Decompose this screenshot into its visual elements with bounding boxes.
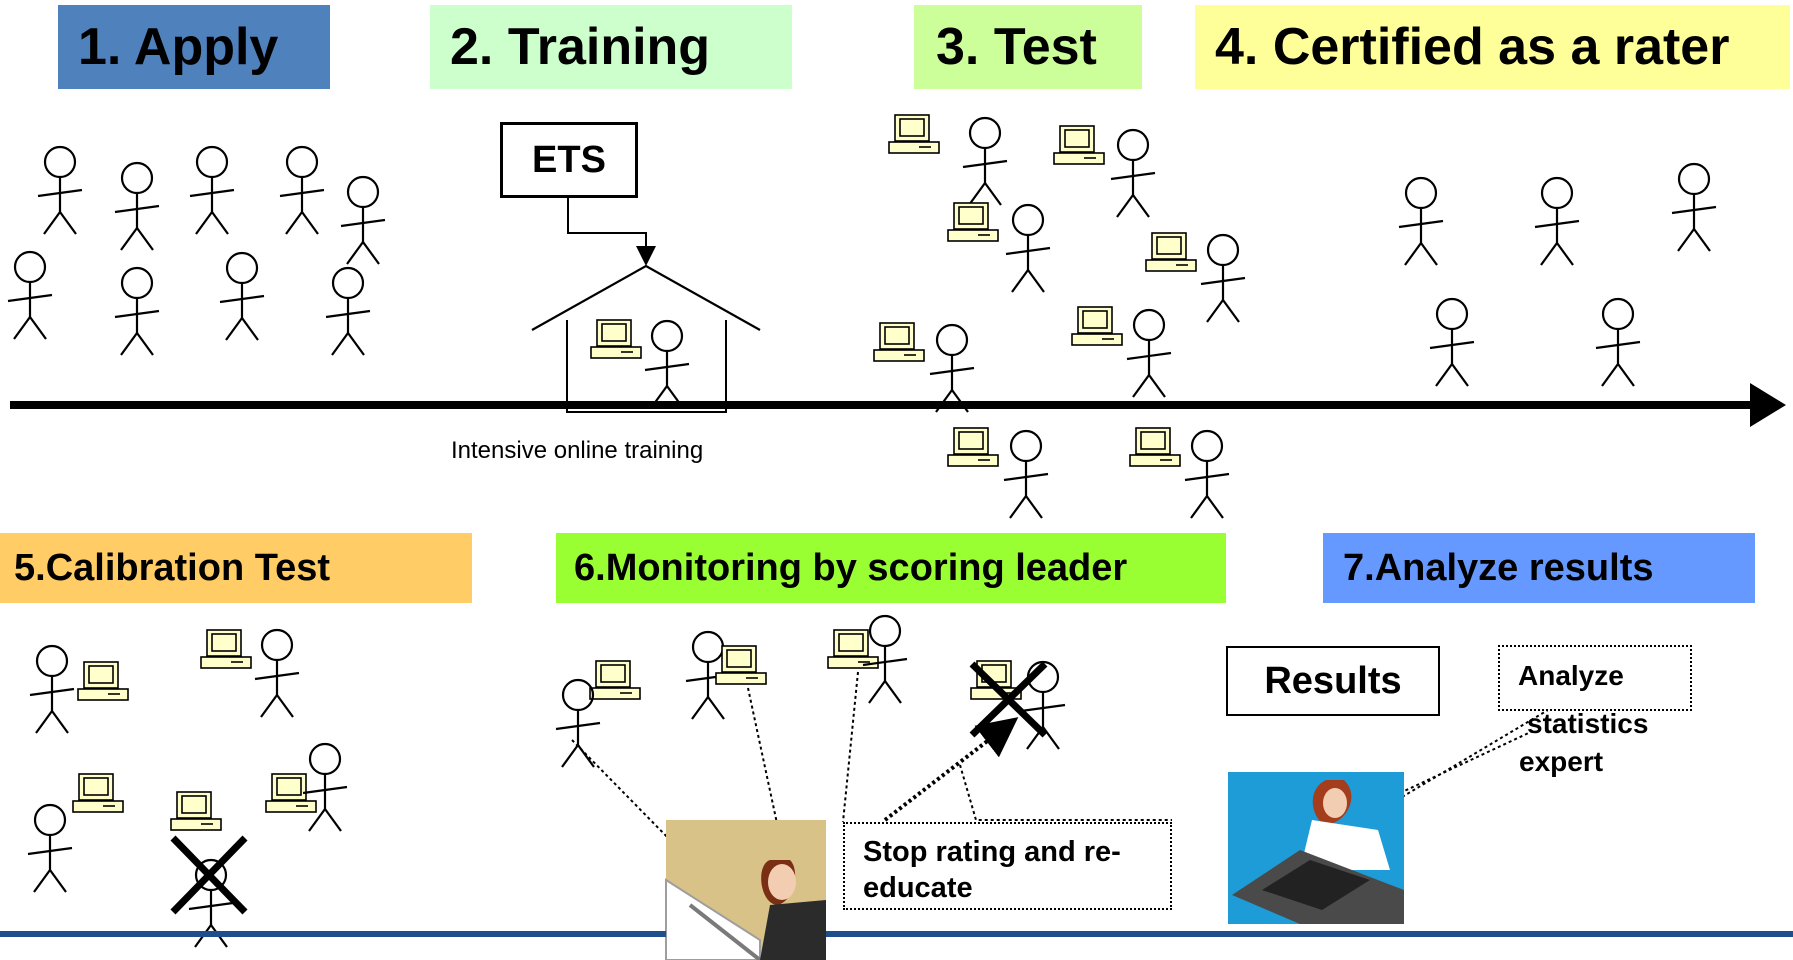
test-pc-7 [947, 427, 999, 467]
timeline-arrowhead [1750, 383, 1786, 427]
step-certified-label: 4. Certified as a rater [1215, 18, 1730, 76]
training-person [643, 319, 691, 410]
calibration-person-3 [26, 803, 74, 894]
house-walls [566, 320, 727, 413]
test-pc-1 [888, 114, 940, 154]
step-monitoring-header: 6.Monitoring by scoring leader [556, 533, 1226, 603]
test-pc-6 [1071, 306, 1123, 346]
step-test-header: 3. Test [914, 5, 1142, 89]
applicant-person-3 [188, 145, 236, 236]
training-caption: Intensive online training [451, 437, 704, 464]
calibration-pc-2 [200, 629, 252, 669]
ets-connector [567, 198, 656, 266]
test-person-7 [1002, 429, 1050, 520]
analyze-dotted-lines [1396, 709, 1549, 801]
step-monitoring-label: 6.Monitoring by scoring leader [574, 546, 1128, 589]
test-person-6 [1125, 308, 1173, 399]
training-pc [590, 319, 642, 359]
calibration-person-2 [253, 628, 301, 719]
monitoring-dotted-lines [571, 671, 1172, 846]
test-person-5 [928, 323, 976, 414]
test-pc-8 [1129, 427, 1181, 467]
applicant-person-1 [36, 145, 84, 236]
certified-person-4 [1428, 297, 1476, 388]
test-pc-3 [947, 202, 999, 242]
step-calibration-label: 5.Calibration Test [14, 546, 331, 589]
applicant-person-9 [324, 266, 372, 357]
expert-label-line1: statistics [1527, 708, 1649, 739]
test-person-1 [961, 116, 1009, 207]
stop-callout: Stop rating and re-educate [843, 822, 1172, 910]
step-test-label: 3. Test [936, 18, 1097, 76]
applicant-person-4 [278, 145, 326, 236]
analyze-label: Analyze [1518, 660, 1624, 691]
calibration-fail-x [170, 835, 248, 915]
calibration-person-1 [28, 644, 76, 735]
applicant-person-2 [113, 161, 161, 252]
test-person-3 [1004, 203, 1052, 294]
expert-label-line2: expert [1519, 746, 1604, 777]
monitored-person-1 [554, 678, 602, 769]
applicant-person-7 [113, 266, 161, 357]
calibration-pc-3 [72, 773, 124, 813]
certified-person-5 [1594, 297, 1642, 388]
step-apply-label: 1. Apply [78, 18, 279, 76]
step-apply-header: 1. Apply [58, 5, 330, 89]
applicant-person-6 [6, 250, 54, 341]
analyze-box: Analyze [1498, 645, 1692, 711]
step-calibration-header: 5.Calibration Test [0, 533, 472, 603]
results-label: Results [1264, 659, 1402, 702]
certified-person-2 [1533, 176, 1581, 267]
applicant-person-8 [218, 251, 266, 342]
certified-person-1 [1397, 176, 1445, 267]
step-analyze-label: 7.Analyze results [1343, 546, 1654, 589]
results-box: Results [1226, 646, 1440, 716]
calibration-pc-1 [77, 661, 129, 701]
test-person-8 [1183, 429, 1231, 520]
test-person-2 [1109, 128, 1157, 219]
ets-box: ETS [500, 122, 638, 198]
test-pc-5 [873, 322, 925, 362]
calibration-pc-4 [170, 791, 222, 831]
monitored-pc-2 [715, 645, 767, 685]
test-pc-2 [1053, 125, 1105, 165]
certified-person-3 [1670, 162, 1718, 253]
applicant-person-5 [339, 175, 387, 266]
statistics-expert-picture [1228, 772, 1404, 924]
test-pc-4 [1145, 232, 1197, 272]
ets-label: ETS [532, 138, 606, 181]
step-training-header: 2. Training [430, 5, 792, 89]
test-person-4 [1199, 233, 1247, 324]
step-training-label: 2. Training [450, 18, 711, 76]
monitored-pc-1 [589, 660, 641, 700]
calibration-person-5 [301, 742, 349, 833]
stop-callout-text: Stop rating and re-educate [863, 836, 1121, 904]
step-certified-header: 4. Certified as a rater [1195, 5, 1790, 89]
scoring-leader-picture [665, 820, 826, 960]
step-analyze-header: 7.Analyze results [1323, 533, 1755, 603]
house-roof [531, 264, 761, 331]
